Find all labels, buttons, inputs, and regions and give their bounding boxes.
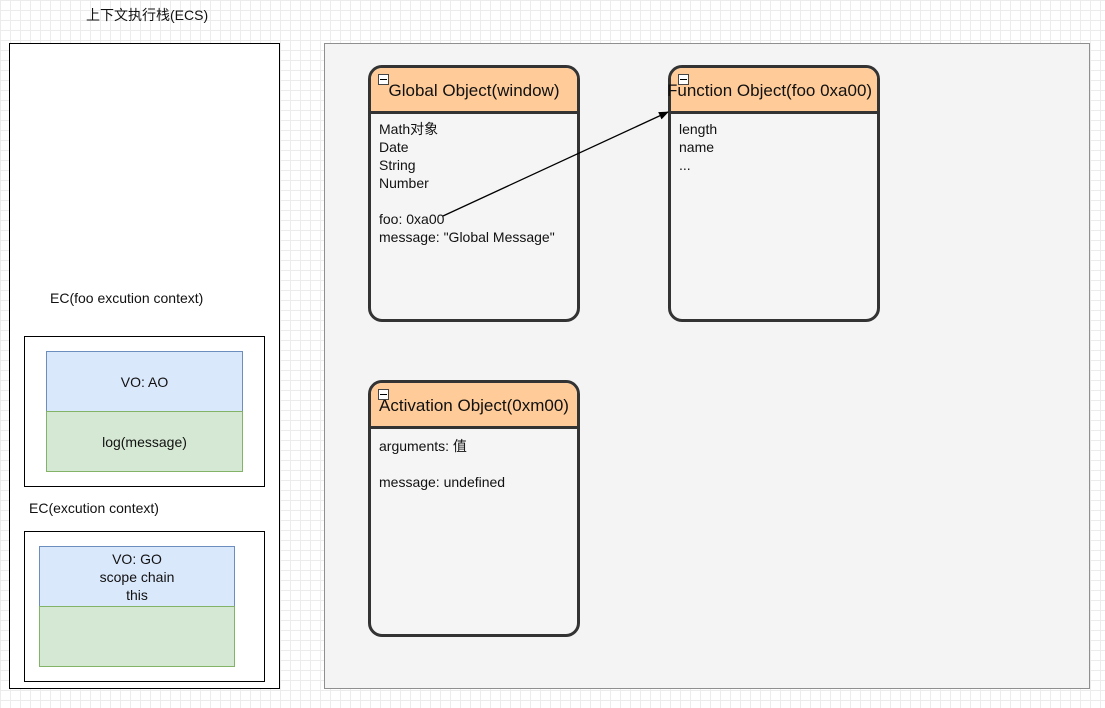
activation-property-spacer bbox=[379, 455, 573, 473]
global-object-properties: Math对象 Date String Number foo: 0xa00 mes… bbox=[379, 120, 573, 246]
collapse-icon[interactable] bbox=[678, 74, 689, 85]
ec-global-this-line: this bbox=[126, 586, 148, 603]
global-property: String bbox=[379, 157, 416, 173]
activation-property: arguments: 值 bbox=[379, 438, 467, 454]
ec-global-vo-line: VO: GO bbox=[112, 550, 162, 567]
global-object-header[interactable]: Global Object(window) bbox=[371, 68, 577, 114]
ec-foo-code-text: log(message) bbox=[102, 433, 187, 450]
function-property: name bbox=[679, 139, 715, 155]
ec-foo-label: EC(foo excution context) bbox=[50, 290, 204, 306]
function-object[interactable]: Function Object(foo 0xa00) length name .… bbox=[667, 65, 880, 322]
ec-global-scope-line: scope chain bbox=[99, 568, 175, 585]
global-object-title: Global Object(window) bbox=[388, 80, 560, 100]
activation-object[interactable]: Activation Object(0xm00) arguments: 值 me… bbox=[368, 380, 580, 637]
collapse-icon[interactable] bbox=[378, 74, 389, 85]
function-object-properties: length name ... bbox=[679, 120, 873, 174]
global-property: Number bbox=[379, 175, 429, 191]
ec-foo-code[interactable]: log(message) bbox=[46, 411, 243, 472]
ec-global-code[interactable] bbox=[39, 606, 235, 667]
function-property: length bbox=[679, 121, 718, 137]
global-property: message: "Global Message" bbox=[379, 229, 555, 245]
ec-foo-vo-text: VO: AO bbox=[120, 373, 169, 390]
activation-object-title: Activation Object(0xm00) bbox=[379, 395, 569, 415]
global-object[interactable]: Global Object(window) Math对象 Date String… bbox=[368, 65, 580, 322]
activation-property: message: undefined bbox=[379, 474, 506, 490]
global-property: foo: 0xa00 bbox=[379, 211, 445, 227]
ecs-title: 上下文执行栈(ECS) bbox=[86, 7, 209, 23]
function-object-title: Function Object(foo 0xa00) bbox=[667, 80, 873, 100]
ec-foo-vo[interactable]: VO: AO bbox=[46, 351, 243, 412]
activation-object-properties: arguments: 值 message: undefined bbox=[379, 437, 573, 491]
ec-global-label: EC(excution context) bbox=[29, 500, 159, 516]
global-property: Date bbox=[379, 139, 409, 155]
function-property: ... bbox=[679, 157, 691, 173]
collapse-icon[interactable] bbox=[378, 389, 389, 400]
global-property-spacer bbox=[379, 192, 573, 210]
global-property: Math对象 bbox=[379, 121, 439, 137]
ec-global-vo[interactable]: VO: GO scope chain this bbox=[39, 546, 235, 607]
activation-object-header[interactable]: Activation Object(0xm00) bbox=[371, 383, 577, 429]
function-object-header[interactable]: Function Object(foo 0xa00) bbox=[667, 68, 877, 114]
